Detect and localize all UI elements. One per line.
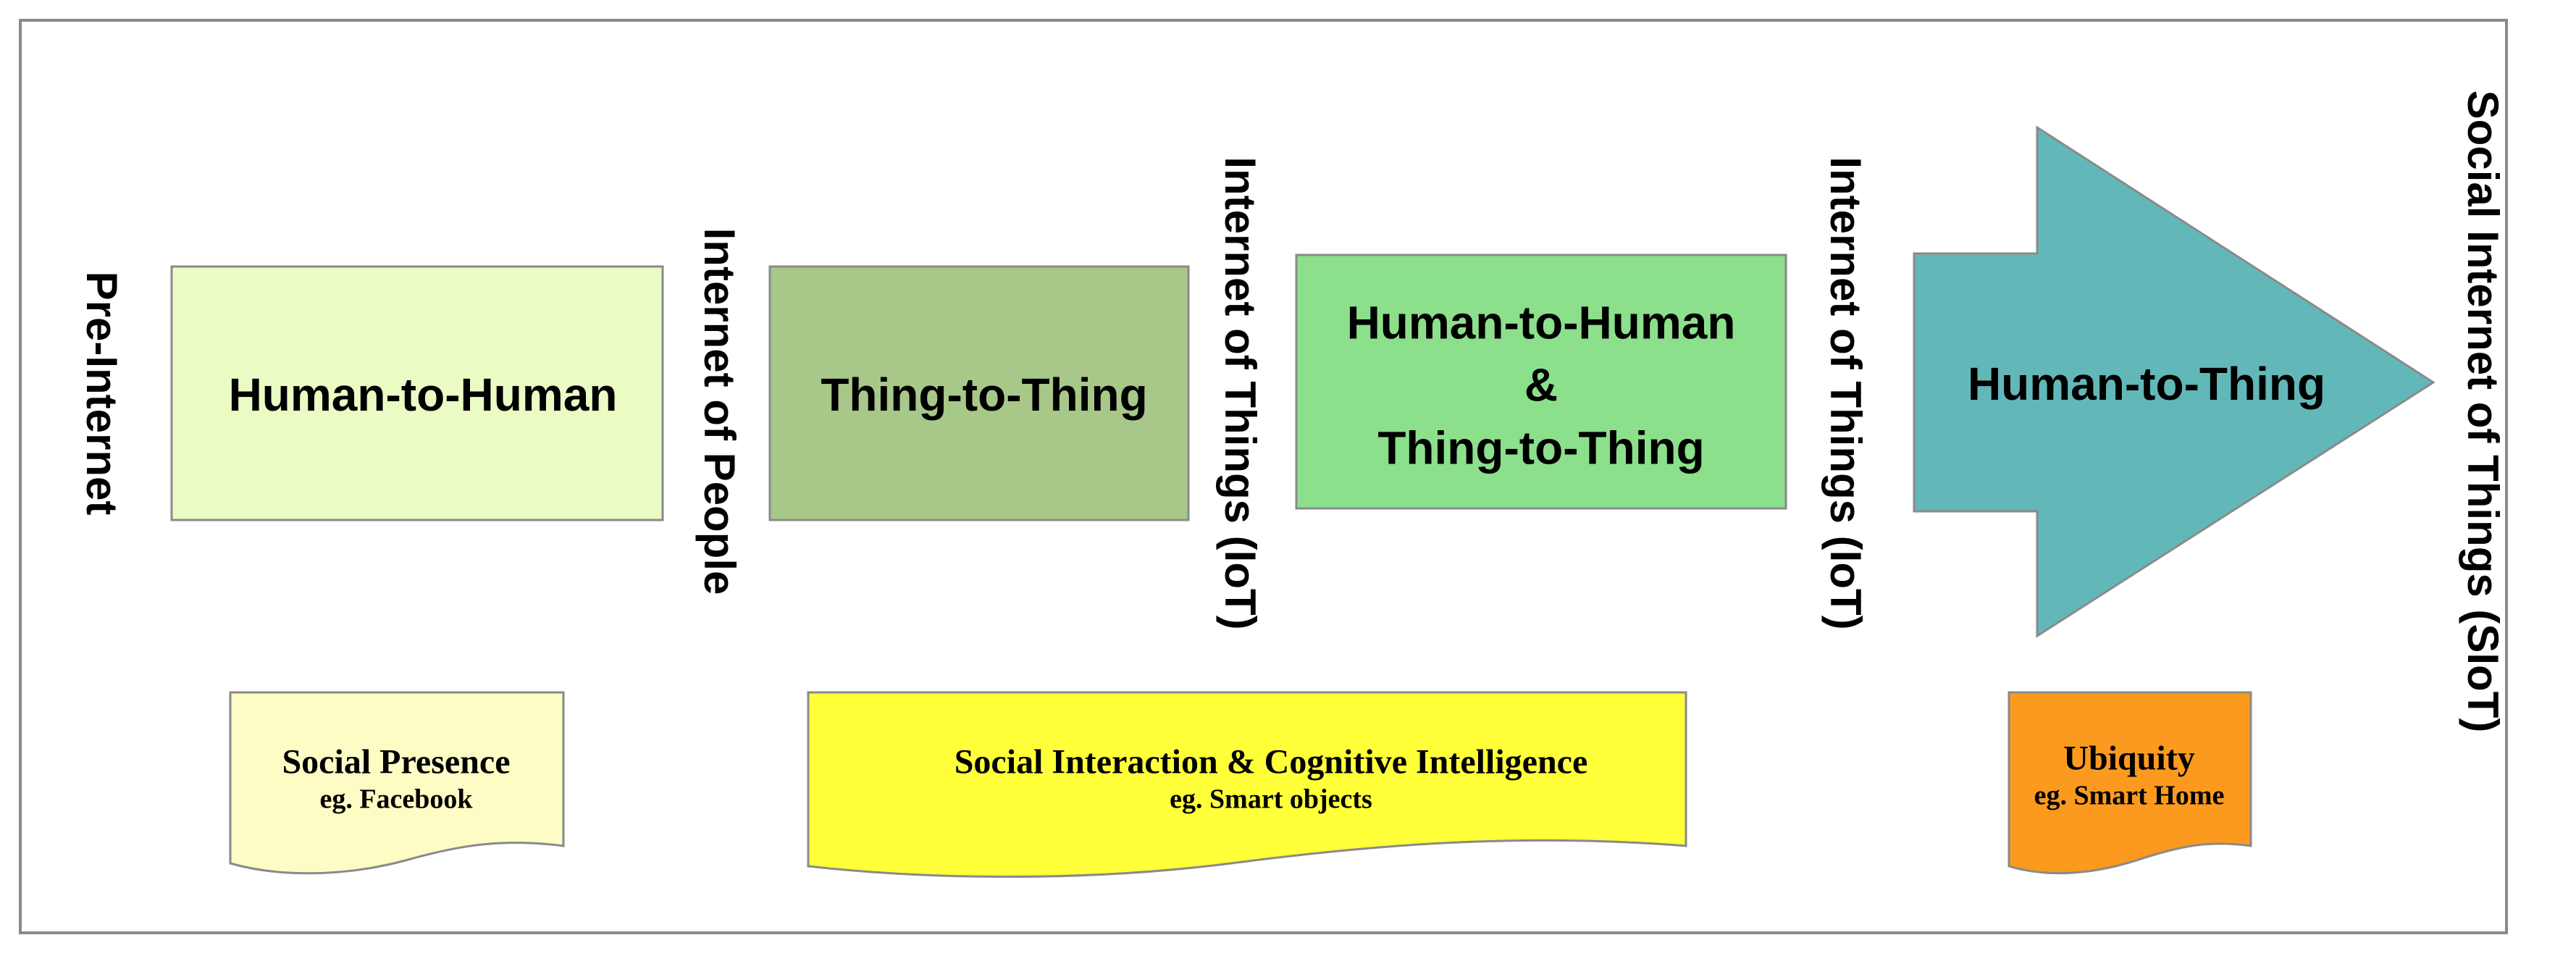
combo-label: Human-to-Human & Thing-to-Thing	[1347, 291, 1736, 479]
combo-box	[1295, 253, 1787, 510]
social-presence-example: eg. Facebook	[319, 784, 473, 814]
t2t-box	[768, 265, 1190, 521]
social-presence-title: Social Presence	[282, 742, 511, 781]
ubiquity-title: Ubiquity	[2063, 739, 2195, 778]
h2h-label: Human-to-Human	[228, 368, 618, 421]
social-presence-note	[229, 691, 565, 875]
combo-label-line2: &	[1524, 358, 1558, 411]
t2t-label: Thing-to-Thing	[821, 368, 1148, 421]
human-to-thing-arrow	[1913, 125, 2436, 638]
social-interaction-note	[807, 691, 1687, 879]
combo-label-line1: Human-to-Human	[1346, 296, 1736, 349]
ubiquity-example: eg. Smart Home	[2034, 780, 2225, 810]
combo-label-line3: Thing-to-Thing	[1377, 422, 1705, 474]
social-presence-text: Social Presence eg. Facebook	[282, 741, 510, 815]
social-interaction-example: eg. Smart objects	[1170, 784, 1372, 814]
ubiquity-note	[2007, 691, 2252, 875]
h2h-box	[170, 265, 664, 521]
h2thing-label: Human-to-Thing	[1967, 357, 2326, 410]
social-interaction-text: Social Interaction & Cognitive Intellige…	[955, 741, 1588, 815]
social-interaction-title: Social Interaction & Cognitive Intellige…	[954, 742, 1588, 781]
diagram-frame	[19, 19, 2508, 934]
ubiquity-text: Ubiquity eg. Smart Home	[2034, 737, 2225, 812]
